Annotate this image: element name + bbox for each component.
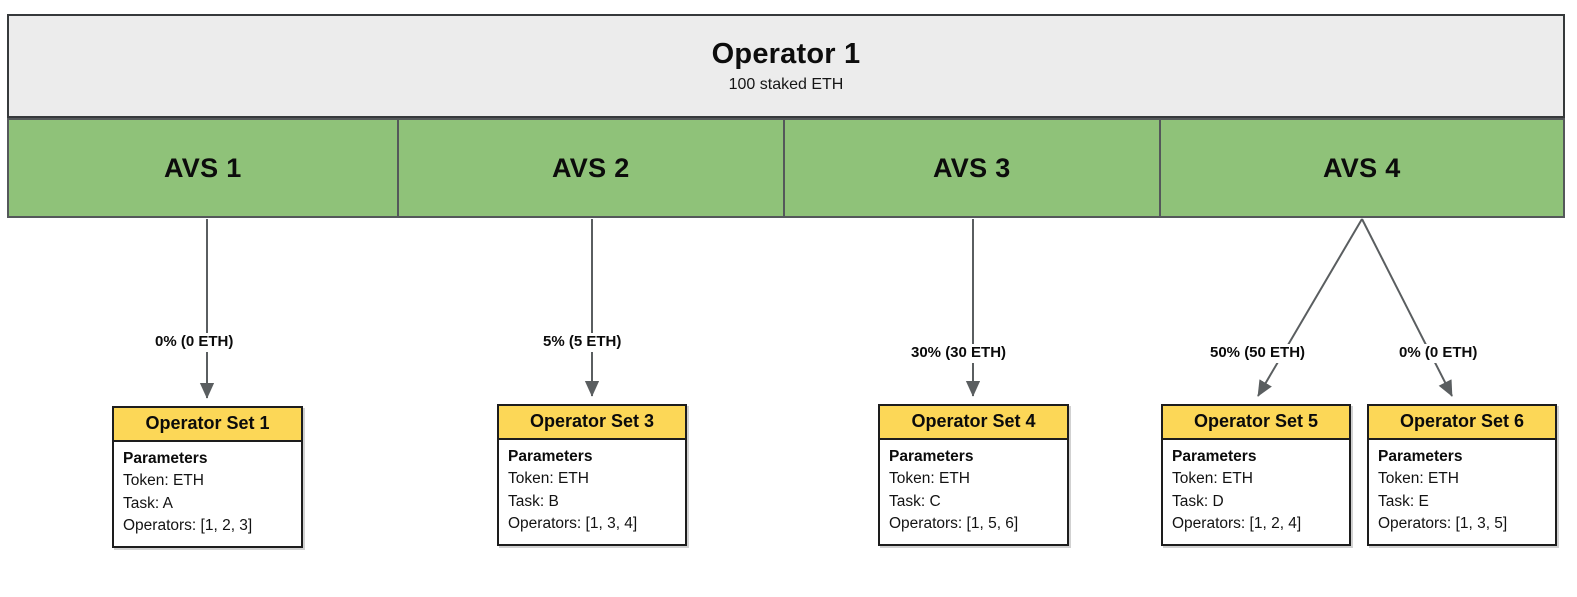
operator-set-title-4: Operator Set 4	[880, 406, 1067, 440]
operator-box[interactable]: Operator 1 100 staked ETH	[7, 14, 1565, 118]
operator-set-body-3: Parameters Token: ETH Task: B Operators:…	[499, 440, 685, 544]
edge-label-avs3-opset4: 30% (30 ETH)	[908, 344, 1010, 363]
parameter-token-5: Token: ETH	[1172, 470, 1253, 488]
operator-set-card-4[interactable]: Operator Set 4 Parameters Token: ETH Tas…	[878, 404, 1069, 546]
parameter-token-4: Token: ETH	[889, 470, 970, 488]
parameter-token-3: Token: ETH	[508, 470, 589, 488]
parameters-heading-3: Parameters	[508, 447, 593, 465]
parameter-task-3: Task: B	[508, 492, 559, 510]
parameter-operators-5: Operators: [1, 2, 4]	[1172, 515, 1302, 533]
avs-label-4: AVS 4	[1323, 152, 1401, 183]
avs-label-3: AVS 3	[933, 152, 1011, 183]
edge-label-avs4-opset6: 0% (0 ETH)	[1396, 344, 1481, 363]
avs-cell-1[interactable]: AVS 1	[7, 118, 399, 218]
avs-cell-2[interactable]: AVS 2	[396, 118, 786, 218]
operator-title: Operator 1	[711, 37, 861, 70]
edge-avs4-opset5	[1257, 218, 1363, 397]
parameter-operators-3: Operators: [1, 3, 4]	[508, 515, 638, 533]
edge-label-avs2-opset3: 5% (5 ETH)	[540, 333, 625, 352]
parameter-task-4: Task: C	[889, 492, 941, 510]
parameter-task-1: Task: A	[123, 494, 173, 512]
parameter-operators-4: Operators: [1, 5, 6]	[889, 515, 1019, 533]
operator-set-card-6[interactable]: Operator Set 6 Parameters Token: ETH Tas…	[1367, 404, 1557, 546]
operator-set-title-3: Operator Set 3	[499, 406, 685, 440]
operator-set-card-3[interactable]: Operator Set 3 Parameters Token: ETH Tas…	[497, 404, 687, 546]
parameters-heading-5: Parameters	[1172, 447, 1257, 465]
parameters-heading-4: Parameters	[889, 447, 974, 465]
operator-set-card-5[interactable]: Operator Set 5 Parameters Token: ETH Tas…	[1161, 404, 1351, 546]
edge-label-avs1-opset1: 0% (0 ETH)	[152, 333, 237, 352]
parameters-heading-1: Parameters	[123, 449, 208, 467]
avs-label-2: AVS 2	[551, 152, 630, 183]
operator-stake: 100 staked ETH	[728, 75, 844, 93]
operator-set-body-6: Parameters Token: ETH Task: E Operators:…	[1369, 440, 1555, 544]
operator-set-body-5: Parameters Token: ETH Task: D Operators:…	[1163, 440, 1349, 544]
avs-label-1: AVS 1	[163, 152, 242, 183]
operator-set-title-1: Operator Set 1	[114, 408, 301, 442]
parameters-heading-6: Parameters	[1378, 447, 1463, 465]
edge-avs4-opset6	[1361, 218, 1453, 397]
operator-set-body-1: Parameters Token: ETH Task: A Operators:…	[114, 442, 301, 546]
operator-set-title-5: Operator Set 5	[1163, 406, 1349, 440]
edge-label-avs4-opset5: 50% (50 ETH)	[1207, 344, 1309, 363]
operator-set-card-1[interactable]: Operator Set 1 Parameters Token: ETH Tas…	[112, 406, 303, 548]
operator-set-title-6: Operator Set 6	[1369, 406, 1555, 440]
parameter-task-5: Task: D	[1172, 492, 1224, 510]
parameter-operators-6: Operators: [1, 3, 5]	[1378, 515, 1508, 533]
parameter-token-1: Token: ETH	[123, 472, 204, 490]
parameter-task-6: Task: E	[1378, 492, 1429, 510]
avs-cell-3[interactable]: AVS 3	[783, 118, 1161, 218]
parameter-operators-1: Operators: [1, 2, 3]	[123, 517, 253, 535]
avs-row: AVS 1 AVS 2 AVS 3 AVS 4	[7, 118, 1565, 218]
avs-cell-4[interactable]: AVS 4	[1158, 118, 1565, 218]
parameter-token-6: Token: ETH	[1378, 470, 1459, 488]
operator-set-body-4: Parameters Token: ETH Task: C Operators:…	[880, 440, 1067, 544]
